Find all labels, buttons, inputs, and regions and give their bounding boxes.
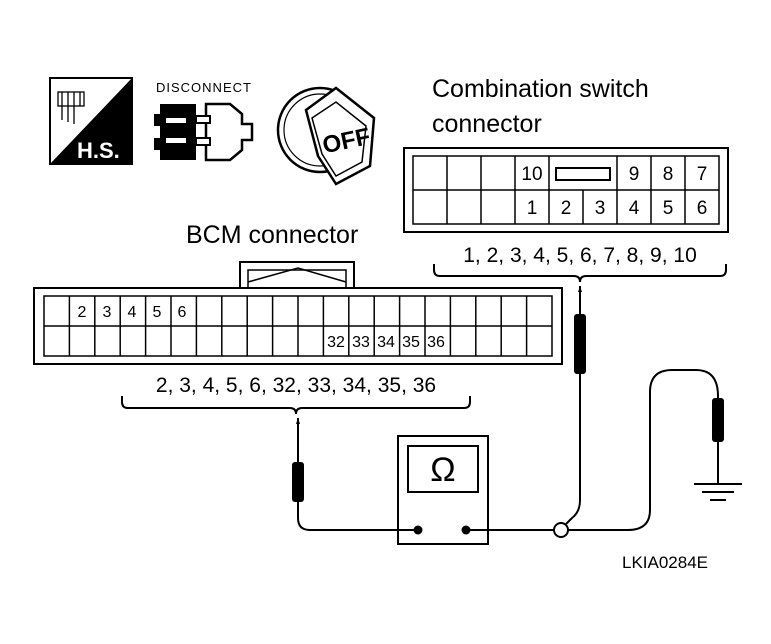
ohmmeter: Ω bbox=[397, 435, 489, 545]
combination-switch-pin-labels: 10 9 8 7 1 2 3 4 5 6 bbox=[521, 164, 707, 219]
hs-label: H.S. bbox=[77, 138, 120, 163]
combination-switch-brace bbox=[433, 264, 727, 283]
cs-pin-8: 8 bbox=[663, 164, 674, 185]
cs-pin-2: 2 bbox=[561, 198, 572, 219]
disconnect-icon: DISCONNECT bbox=[154, 80, 254, 162]
ground-icon bbox=[694, 483, 742, 501]
bcm-pin-32: 32 bbox=[327, 334, 345, 351]
bcm-connector bbox=[33, 261, 563, 365]
bcm-pin-36: 36 bbox=[427, 334, 445, 351]
probe-combination-switch bbox=[574, 286, 586, 374]
probe-leads bbox=[297, 286, 719, 531]
ignition-off-icon: OFF bbox=[276, 86, 376, 186]
bcm-pin-33: 33 bbox=[352, 334, 370, 351]
cs-pin-5: 5 bbox=[663, 198, 674, 219]
figure-code: LKIA0284E bbox=[622, 553, 708, 572]
bcm-pin-35: 35 bbox=[402, 334, 420, 351]
bcm-pin-3: 3 bbox=[103, 304, 112, 321]
cs-pin-4: 4 bbox=[629, 198, 640, 219]
bcm-test-pins: 2, 3, 4, 5, 6, 32, 33, 34, 35, 36 bbox=[156, 374, 436, 397]
disconnect-label: DISCONNECT bbox=[156, 80, 252, 95]
bcm-pin-6: 6 bbox=[178, 304, 187, 321]
bcm-pin-5: 5 bbox=[153, 304, 162, 321]
bcm-pin-34: 34 bbox=[377, 334, 395, 351]
combination-switch-title-line2: connector bbox=[432, 110, 542, 138]
combination-switch-connector bbox=[403, 147, 729, 233]
bcm-column-lines bbox=[68, 296, 528, 356]
cs-pin-10: 10 bbox=[521, 164, 542, 185]
combination-switch-title-line1: Combination switch bbox=[432, 75, 649, 103]
probe-bcm bbox=[292, 418, 304, 502]
combination-switch-test-pins: 1, 2, 3, 4, 5, 6, 7, 8, 9, 10 bbox=[463, 244, 697, 267]
cs-pin-3: 3 bbox=[595, 198, 606, 219]
probe-ground bbox=[712, 398, 724, 442]
bcm-pin-4: 4 bbox=[128, 304, 137, 321]
lead-junction bbox=[553, 522, 569, 538]
cs-pin-1: 1 bbox=[527, 198, 538, 219]
ohm-symbol: Ω bbox=[430, 451, 455, 489]
harness-side-icon: H.S. bbox=[49, 77, 133, 165]
cs-pin-9: 9 bbox=[629, 164, 640, 185]
bcm-title: BCM connector bbox=[186, 221, 358, 249]
cs-pin-7: 7 bbox=[697, 164, 708, 185]
bcm-pin-2: 2 bbox=[78, 304, 87, 321]
bcm-pin-labels: 2 3 4 5 6 32 33 34 35 36 bbox=[78, 304, 445, 351]
bcm-brace bbox=[121, 396, 471, 415]
cs-pin-6: 6 bbox=[697, 198, 708, 219]
